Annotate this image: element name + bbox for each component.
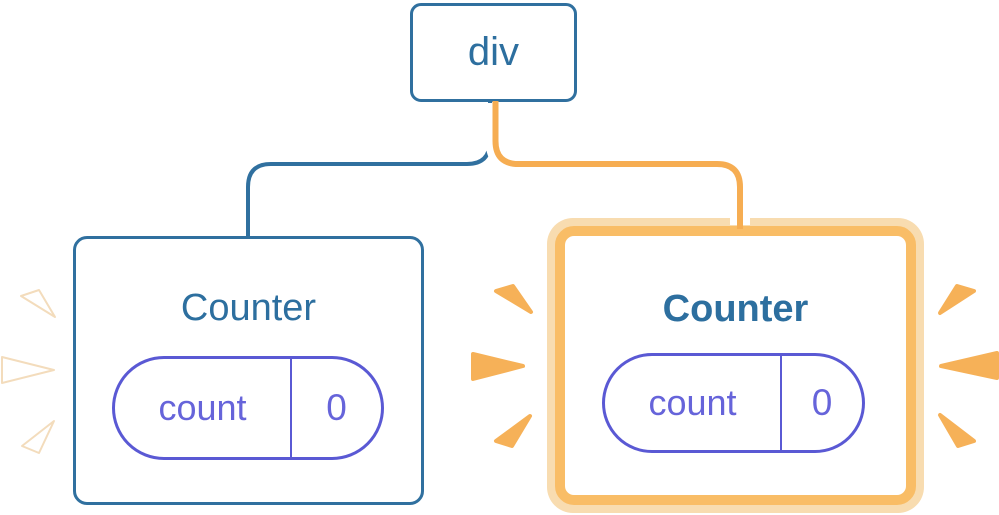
spark-burst-white: [1, 289, 56, 454]
state-value: 0: [811, 382, 833, 423]
spark-icon: [938, 284, 976, 315]
state-key: count: [115, 359, 292, 457]
counter-title: Counter: [180, 287, 317, 329]
spark-icon: [1, 356, 55, 384]
spark-icon: [20, 289, 56, 318]
spark-burst-orange-right: [938, 284, 999, 448]
spark-burst-orange-left: [471, 284, 533, 448]
spark-icon: [938, 413, 976, 448]
counter-card-right: Counter count 0: [555, 226, 916, 505]
counter-title: Counter: [662, 288, 809, 330]
state-pill: count 0: [602, 353, 865, 453]
spark-icon: [939, 351, 999, 380]
counter-card-highlight-glow: Counter count 0: [547, 218, 924, 513]
counter-card-left: Counter count 0: [73, 236, 424, 505]
spark-icon: [494, 414, 532, 448]
root-node-label: div: [467, 30, 520, 74]
spark-icon: [21, 420, 55, 454]
state-pill: count 0: [112, 356, 384, 460]
edge-to-right-counter: [492, 101, 743, 229]
state-key: count: [605, 356, 782, 450]
state-value: 0: [326, 387, 347, 428]
edge-to-right-counter-casing: [485, 103, 750, 225]
spark-icon: [494, 284, 533, 314]
edge-to-left-counter: [246, 100, 492, 238]
root-node: div: [410, 3, 577, 102]
spark-icon: [471, 352, 525, 381]
